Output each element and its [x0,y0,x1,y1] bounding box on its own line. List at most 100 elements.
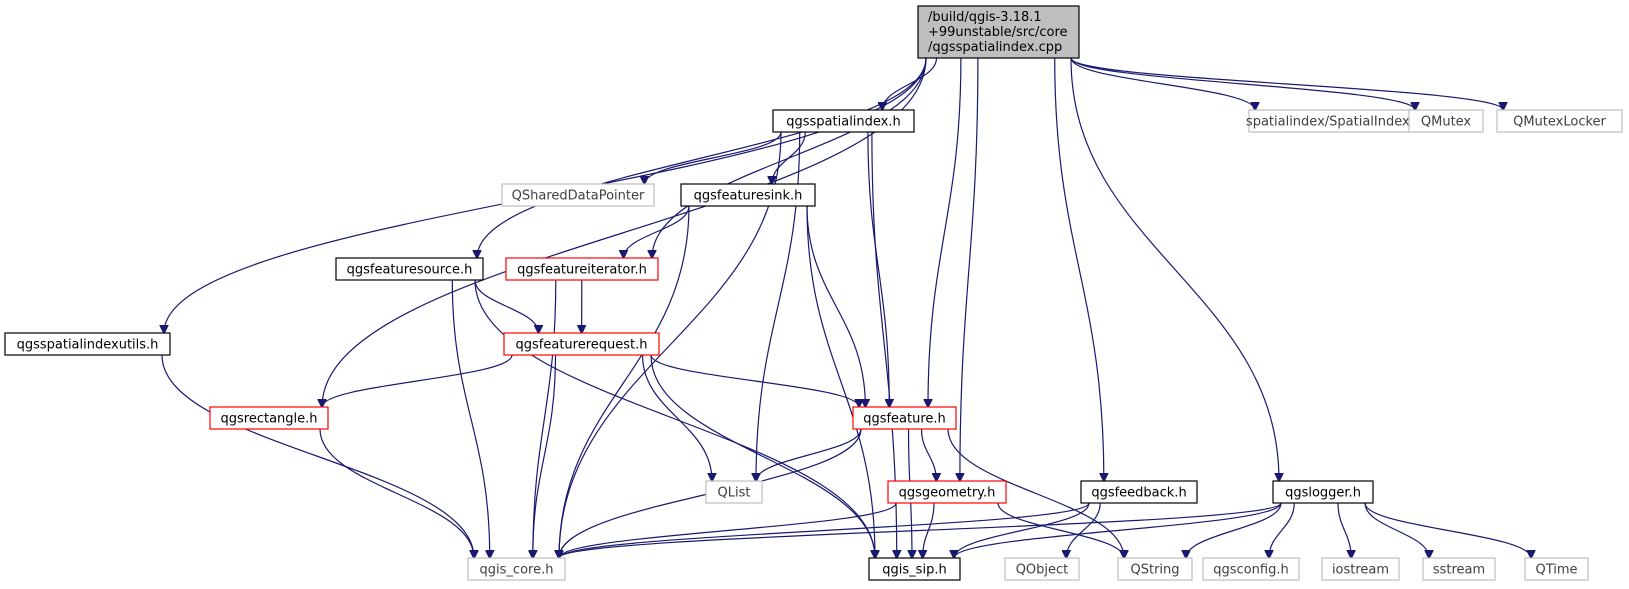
node-label: qgsfeaturesource.h [347,263,473,278]
edge-qgsfeaturesink-to-qgsfeatureiterator [624,205,690,258]
edge-root-to-qgsfeedback [1054,57,1104,481]
edge-qgsfeaturesource-to-qgis-core [451,279,489,558]
node-label: QString [1130,563,1179,578]
edge-qgsspatialindexutils-to-qgis-core [161,354,474,558]
node-box [1004,557,1080,581]
node-qgsfeatureiterator[interactable]: qgsfeatureiterator.h [505,257,659,281]
node-label: qgsrectangle.h [220,412,317,427]
node-qobject[interactable]: QObject [1004,557,1080,581]
edge-qgsfeature-to-qstring [947,428,1124,558]
node-qmutexlocker[interactable]: QMutexLocker [1496,109,1623,133]
node-box [503,332,660,356]
node-box [1321,557,1400,581]
node-box [705,480,763,504]
edge-qgsfeaturerequest-to-qgis-core [533,354,557,558]
node-box [1408,109,1484,133]
node-label: QSharedDataPointer [512,189,645,204]
edge-qgsfeaturesink-to-qgis-sip [806,205,875,558]
node-qstring[interactable]: QString [1117,557,1193,581]
node-qlist[interactable]: QList [705,480,763,504]
node-root-line-3: /qgsspatialindex.cpp [928,40,1062,55]
edge-qgsfeaturerequest-to-qlist [641,354,713,481]
node-box [335,257,484,281]
edge-root-to-qgsfeature [928,57,962,407]
edge-qgsfeaturesink-to-qgsfeature [806,205,865,407]
node-label: qgsfeaturesink.h [694,189,803,204]
node-box [1202,557,1300,581]
node-label: spatialindex/SpatialIndex.h [1246,115,1422,130]
node-label: qgis_core.h [480,563,554,578]
node-qgsrectangle[interactable]: qgsrectangle.h [209,406,329,430]
edge-qgsfeedback-to-qgis-sip [954,502,1090,558]
node-box [1117,557,1193,581]
edge-root-to-qgsspatialindex-h [882,57,938,110]
edge-qgsspatialindex-h-to-qgsfeature [867,131,889,407]
node-root-box [917,5,1080,59]
node-label: sstream [1433,563,1485,578]
node-qgsconfig[interactable]: qgsconfig.h [1202,557,1300,581]
edge-qgsrectangle-to-qgis-core [319,428,474,558]
node-qgis-sip[interactable]: qgis_sip.h [868,557,961,581]
edge-qgslogger-to-qgsconfig [1269,502,1295,558]
edge-qgslogger-to-iostream [1337,502,1351,558]
edge-qgslogger-to-qtime [1364,502,1531,558]
edge-qgsfeature-to-qgsgeometry [920,428,937,481]
node-label: qgslogger.h [1285,486,1361,501]
edge-root-to-qgsfeaturesource [477,57,927,258]
edge-qgslogger-to-qgis-sip [954,502,1282,558]
node-qgsfeature[interactable]: qgsfeature.h [852,406,957,430]
edge-qgslogger-to-sstream [1364,502,1429,558]
node-label: QTime [1535,563,1577,578]
edge-root-to-qmutex [1070,57,1415,110]
node-box [501,183,655,207]
node-qgis-core[interactable]: qgis_core.h [467,557,566,581]
edge-qgsgeometry-to-qstring [997,502,1124,558]
node-label: QMutex [1421,115,1472,130]
node-root-line-2: +99unstable/src/core [928,25,1068,40]
node-box [887,480,1007,504]
node-box [1080,480,1198,504]
node-label: QMutexLocker [1513,115,1606,130]
edge-qgsfeatureiterator-to-qgis-core [533,279,557,558]
node-label: qgsgeometry.h [899,486,996,501]
node-label: QList [718,486,751,501]
node-qgsfeaturesink[interactable]: qgsfeaturesink.h [680,183,816,207]
node-box [868,557,961,581]
edge-root-to-spatialindex [1070,57,1255,110]
edge-qgsfeaturesource-to-qgsfeaturerequest [474,279,539,333]
node-qgsfeaturesource[interactable]: qgsfeaturesource.h [335,257,484,281]
node-sstream[interactable]: sstream [1422,557,1496,581]
node-root[interactable]: /build/qgis-3.18.1 +99unstable/src/core … [917,5,1080,59]
edge-qgsfeaturerequest-to-qgsfeature [650,354,859,407]
node-qmutex[interactable]: QMutex [1408,109,1484,133]
node-spatialindex[interactable]: spatialindex/SpatialIndex.h [1246,109,1422,133]
node-qgsfeedback[interactable]: qgsfeedback.h [1080,480,1198,504]
node-box [4,332,171,356]
node-qshareddatapointer[interactable]: QSharedDataPointer [501,183,655,207]
node-qgsspatialindex-h[interactable]: qgsspatialindex.h [772,109,915,133]
edge-qgslogger-to-qstring [1186,502,1282,558]
node-label: qgsconfig.h [1213,563,1288,578]
node-box [772,109,915,133]
edge-qgslogger-to-qgis-core [559,502,1282,558]
node-qtime[interactable]: QTime [1524,557,1589,581]
edge-qgsfeaturesink-to-qgis-core [559,205,690,558]
node-qgsgeometry[interactable]: qgsgeometry.h [887,480,1007,504]
node-qgslogger[interactable]: qgslogger.h [1272,480,1374,504]
node-box [1524,557,1589,581]
edge-root-to-qgsgeometry [960,57,979,481]
node-root-line-1: /build/qgis-3.18.1 [928,10,1042,25]
edge-qgsfeaturerequest-to-qgsrectangle [322,354,513,407]
node-box [680,183,816,207]
node-iostream[interactable]: iostream [1321,557,1400,581]
edge-root-to-qgslogger [1070,57,1279,481]
node-qgsfeaturerequest[interactable]: qgsfeaturerequest.h [503,332,660,356]
node-label: qgis_sip.h [882,563,946,578]
edge-qgsfeature-to-qlist [756,428,862,481]
node-label: qgsfeatureiterator.h [517,263,647,278]
node-box [505,257,659,281]
node-label: qgsfeedback.h [1091,486,1186,501]
node-label: QObject [1016,563,1069,578]
node-qgsspatialindexutils[interactable]: qgsspatialindexutils.h [4,332,171,356]
